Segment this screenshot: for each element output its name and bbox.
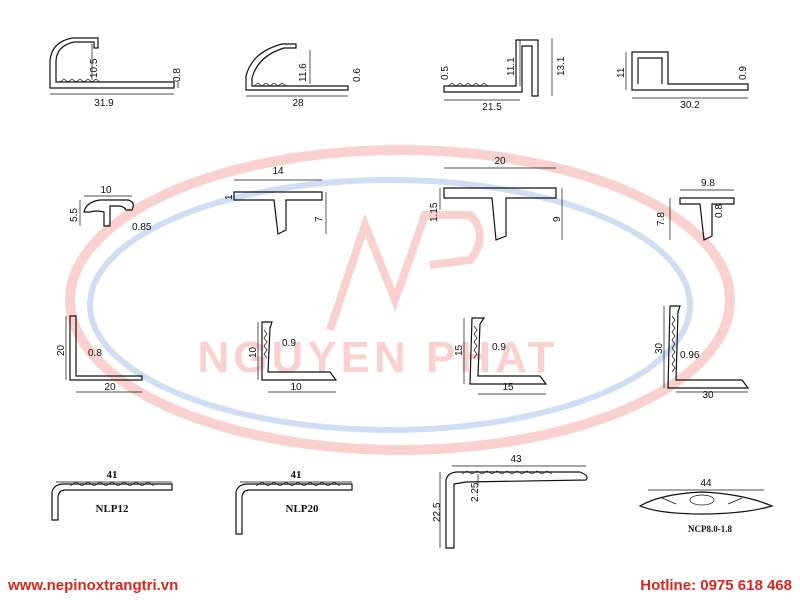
profile-l-20: 20 0.8 20	[56, 315, 143, 393]
dim-thickness: 0.5	[440, 66, 451, 80]
watermark-ellipse-red	[65, 145, 735, 455]
website-url[interactable]: www.nepinoxtrangtri.vn	[8, 577, 179, 594]
dim-height: 5.5	[69, 208, 80, 222]
dim-thickness: 0.9	[738, 66, 749, 80]
dim-width: 31.9	[94, 98, 114, 109]
dim-width: 10	[290, 382, 302, 393]
dim-thickness: 0.85	[132, 222, 152, 233]
dim-width: 21.5	[482, 102, 502, 113]
profile-round-edge-2: 11.6 0.6 28	[245, 43, 363, 109]
dim-width: 15	[502, 382, 514, 393]
dim-thickness: 0.8	[88, 348, 102, 359]
profile-t-20: 20 1.15 9	[429, 156, 563, 241]
watermark-np-mark	[326, 211, 484, 332]
profile-t-98: 9.8 7.8 0.8	[656, 178, 735, 241]
dim-inner-height: 11.1	[506, 57, 517, 76]
dim-thickness: 1.15	[429, 202, 440, 222]
profile-t-small: 10 5.5 0.85	[69, 185, 152, 233]
dim-thickness: 1	[224, 194, 235, 200]
watermark-ellipse-blue	[87, 177, 693, 433]
dim-height: 7.8	[656, 212, 667, 226]
dim-width: 41	[107, 469, 118, 481]
dim-width: 28	[292, 98, 304, 109]
profile-l-30: 30 0.96 30	[654, 305, 750, 401]
dim-thickness: 0.9	[492, 342, 506, 353]
dim-thickness: 0.9	[282, 338, 296, 349]
profile-round-edge-1: 10.5 0.8 31.9	[49, 37, 183, 109]
profile-cover-strip-ncp: 44 NCP8.0-1.8	[638, 478, 774, 534]
dim-width: 44	[700, 478, 712, 489]
dim-height: 7	[314, 216, 325, 222]
profile-t-14: 14 1 7	[224, 166, 327, 235]
profile-step-edge: 0.5 11.1 13.1 21.5	[440, 38, 567, 113]
dim-width: 43	[510, 454, 522, 465]
profile-code: NCP8.0-1.8	[688, 524, 732, 534]
dim-height: 11.6	[298, 63, 309, 82]
dim-thickness: 0.8	[714, 204, 725, 218]
dim-height: 15	[454, 344, 465, 356]
profile-code: NLP20	[286, 503, 320, 515]
dim-width: 30.2	[680, 100, 700, 111]
dim-thickness: 0.8	[172, 68, 183, 82]
dim-width: 30	[702, 390, 714, 401]
profile-square-edge: 11 0.9 30.2	[616, 51, 749, 111]
dim-outer-height: 13.1	[556, 56, 567, 76]
dim-height: 22.5	[432, 502, 443, 522]
dim-width: 9.8	[701, 178, 715, 189]
dim-height: 11	[616, 67, 627, 78]
profile-stair-nosing-43: 43 22.5 2.25	[432, 454, 588, 549]
dim-height: 9	[552, 216, 563, 222]
profile-l-10: 10 0.9 10	[248, 321, 338, 393]
dim-height: 20	[56, 344, 67, 356]
dim-height: 30	[654, 342, 665, 354]
profile-stair-nosing-nlp12: 41 NLP12	[51, 469, 173, 521]
watermark-brand-text: NGUYEN PHAT	[198, 333, 559, 382]
profile-stair-nosing-nlp20: 41 NLP20	[235, 469, 353, 535]
profile-l-15: 15 0.9 15	[454, 317, 548, 395]
dim-width: 10	[100, 185, 112, 196]
dim-width: 20	[104, 382, 116, 393]
dim-thickness: 2.25	[470, 482, 481, 502]
hotline-text: Hotline: 0975 618 468	[640, 577, 792, 594]
dim-height: 10	[248, 346, 259, 358]
dim-width: 20	[494, 156, 506, 167]
watermark-logo: NGUYEN PHAT	[65, 145, 735, 455]
dim-thickness: 0.6	[352, 68, 363, 82]
dim-height: 10.5	[89, 58, 100, 78]
dim-thickness: 0.96	[680, 350, 700, 361]
dim-width: 41	[291, 469, 302, 481]
dim-width: 14	[272, 166, 284, 177]
profile-code: NLP12	[96, 503, 130, 515]
